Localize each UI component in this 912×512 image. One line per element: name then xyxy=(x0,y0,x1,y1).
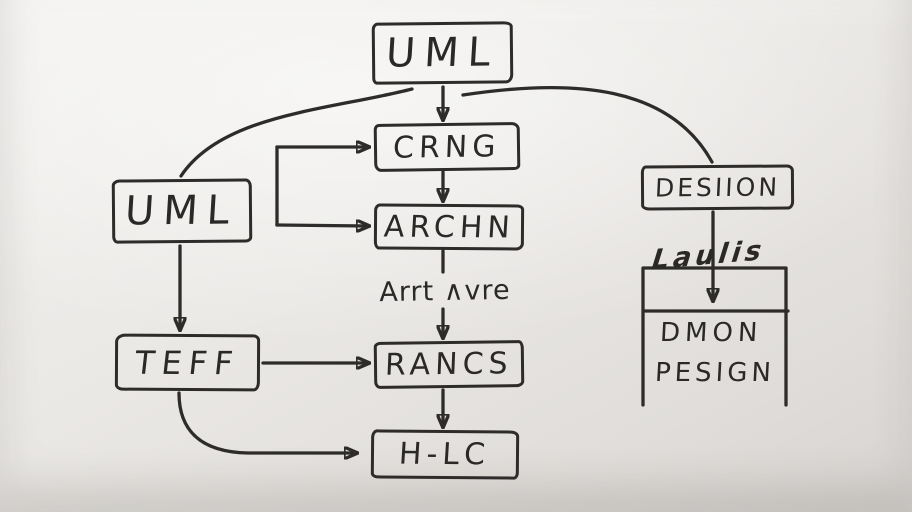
compartment-line1: DMON xyxy=(659,318,764,348)
node-archn: ARCHN xyxy=(373,203,525,251)
edge-uml-top-to-desiion xyxy=(461,85,714,164)
node-uml-top-label: UML xyxy=(384,29,501,77)
node-teff: TEFF xyxy=(114,333,261,392)
edge-loop-to-archn xyxy=(275,225,368,226)
node-hlc: H-LC xyxy=(370,429,520,480)
node-hlc-label: H-LC xyxy=(398,436,492,473)
node-crng: CRNG xyxy=(373,121,521,173)
node-rancs: RANCS xyxy=(373,340,525,389)
node-uml-left: UML xyxy=(111,178,253,244)
edge-annotation: Arrt ∧vre xyxy=(379,274,511,309)
compartment-line2: PESIGN xyxy=(654,358,776,388)
node-desiion: DESIION xyxy=(640,164,795,211)
node-crng-label: CRNG xyxy=(392,128,502,166)
edge-teff-to-hlc xyxy=(177,391,356,453)
edge-uml-top-to-uml-left xyxy=(179,87,414,178)
node-archn-label: ARCHN xyxy=(382,209,516,245)
compartment-box-outline xyxy=(641,266,788,407)
node-desiion-label: DESIION xyxy=(654,172,781,203)
node-uml-top: UML xyxy=(371,21,514,85)
node-teff-label: TEFF xyxy=(133,343,242,382)
node-uml-left-label: UML xyxy=(124,187,240,235)
node-rancs-label: RANCS xyxy=(384,346,514,383)
